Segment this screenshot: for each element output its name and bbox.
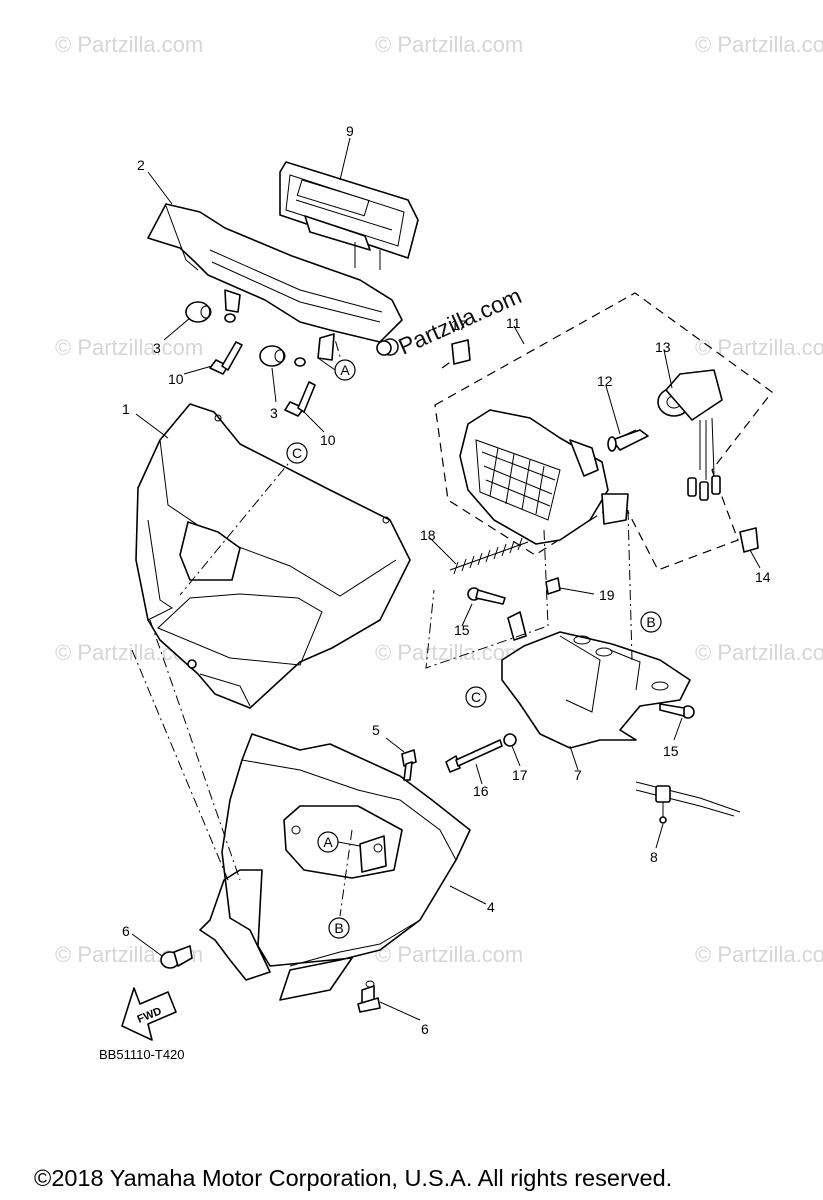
part-meter-assembly xyxy=(279,161,419,270)
callout-2: 2 xyxy=(137,157,145,173)
callout-16: 16 xyxy=(473,783,489,799)
part-headlight-bulb xyxy=(607,429,649,452)
callout-18: 18 xyxy=(420,527,436,543)
reference-letter-b: B xyxy=(334,920,343,936)
part-rivet-left xyxy=(160,945,193,969)
callout-6: 6 xyxy=(122,923,130,939)
callout-7: 7 xyxy=(574,767,582,783)
callout-14: 14 xyxy=(755,569,771,585)
callout-15: 15 xyxy=(663,743,679,759)
reference-letter-c: C xyxy=(292,445,302,461)
reference-marker-b-right: B xyxy=(640,611,662,633)
reference-marker-b-lower: B xyxy=(328,917,350,939)
reference-letter-c: C xyxy=(471,689,481,705)
fwd-arrow-icon: FWD xyxy=(121,987,177,1041)
watermark-text: © Partzilla.com xyxy=(375,640,523,665)
watermark-text: © Partzilla.com xyxy=(695,640,823,665)
part-nut xyxy=(545,577,561,595)
callout-4: 4 xyxy=(487,899,495,915)
reference-letter-a: A xyxy=(323,834,333,850)
part-wire-clamp xyxy=(635,781,741,824)
part-aiming-spring xyxy=(449,537,529,575)
callout-19: 19 xyxy=(599,587,615,603)
part-inner-cowl xyxy=(199,733,471,1001)
callout-10: 10 xyxy=(168,371,184,387)
callout-1: 1 xyxy=(122,401,130,417)
part-screw-top xyxy=(401,749,417,781)
part-clip-side xyxy=(739,527,759,553)
watermark-text: © Partzilla.com xyxy=(695,32,823,57)
washer-right xyxy=(294,357,306,367)
callout-9: 9 xyxy=(346,123,354,139)
reference-marker-c-top: C xyxy=(286,442,308,464)
reference-marker-c-lower: C xyxy=(465,686,487,708)
callout-numbers: 9 2 3 10 3 1 10 11 17 13 12 18 14 19 15 … xyxy=(122,123,771,1037)
callout-17: 17 xyxy=(512,767,528,783)
part-screw-left xyxy=(209,341,243,375)
part-bulb-socket xyxy=(657,369,723,501)
part-bolt-lower xyxy=(659,703,695,719)
part-clip-top xyxy=(451,339,471,365)
reference-letter-b: B xyxy=(646,614,655,630)
headlight-assembly-boundary xyxy=(434,292,773,571)
part-long-bolt xyxy=(445,739,503,773)
reference-marker-a-top: A xyxy=(334,359,356,381)
watermark-text: © Partzilla.com xyxy=(55,32,203,57)
part-grommet-left xyxy=(185,301,212,323)
callout-13: 13 xyxy=(655,339,671,355)
washer-left xyxy=(224,313,236,323)
part-headlight-unit xyxy=(459,409,629,545)
part-bolt-upper xyxy=(467,587,506,605)
callout-6: 6 xyxy=(421,1021,429,1037)
part-headlight-stay xyxy=(501,611,691,749)
reference-marker-a-lower: A xyxy=(317,831,339,853)
watermark-text: © Partzilla.com xyxy=(375,32,523,57)
watermark-text: © Partzilla.com xyxy=(695,335,823,360)
watermark-text: © Partzilla.com xyxy=(375,942,523,967)
part-grommet-right xyxy=(259,345,286,367)
callout-5: 5 xyxy=(372,722,380,738)
reference-letter-a: A xyxy=(340,362,350,378)
callout-17: 17 xyxy=(451,317,467,333)
part-screw-right xyxy=(284,381,316,417)
copyright-notice: ©2018 Yamaha Motor Corporation, U.S.A. A… xyxy=(34,1165,672,1191)
callout-10: 10 xyxy=(320,432,336,448)
watermark-text: © Partzilla.com xyxy=(695,942,823,967)
callout-3: 3 xyxy=(270,405,278,421)
watermark-text: © Partzilla.com xyxy=(55,335,203,360)
part-meter-bracket xyxy=(147,203,403,361)
part-washer xyxy=(503,733,517,747)
diagram-code: BB51110-T420 xyxy=(99,1047,185,1062)
leader-lines xyxy=(131,137,761,1021)
callout-12: 12 xyxy=(597,373,613,389)
callout-11: 11 xyxy=(506,315,521,331)
part-front-cowl xyxy=(135,403,411,709)
callout-8: 8 xyxy=(650,849,658,865)
part-rivet-bottom xyxy=(357,980,381,1013)
callout-3: 3 xyxy=(153,340,161,356)
callout-15: 15 xyxy=(454,622,470,638)
